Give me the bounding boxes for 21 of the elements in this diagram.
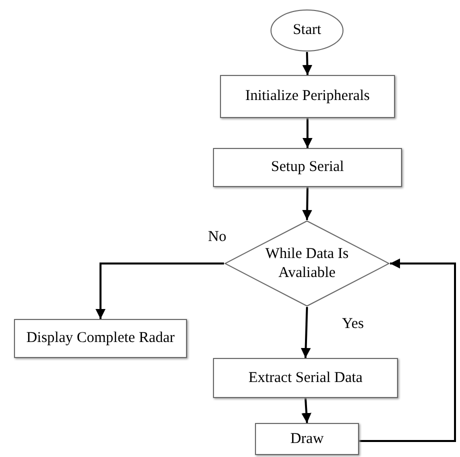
process-box [255, 423, 359, 455]
node-text: Display Complete Radar [25, 329, 176, 348]
arrow [302, 118, 312, 148]
arrow [302, 52, 312, 76]
node-text: Start [292, 21, 322, 40]
arrow [359, 258, 456, 442]
process-box [220, 75, 395, 118]
arrow [302, 186, 312, 220]
arrow [96, 262, 224, 319]
arrow [300, 306, 311, 358]
process-box [14, 319, 187, 358]
node-text: Setup Serial [270, 158, 345, 177]
process-box [213, 148, 402, 187]
node-text: Draw [289, 430, 325, 448]
decision-diamond [224, 220, 390, 307]
node-text: Initialize Peripherals [244, 87, 371, 106]
arrow [301, 398, 312, 424]
node-text: While Data Is Avaliable [264, 244, 350, 282]
start-terminal [270, 9, 344, 52]
node-text: Extract Serial Data [247, 368, 364, 388]
process-box [213, 358, 398, 398]
